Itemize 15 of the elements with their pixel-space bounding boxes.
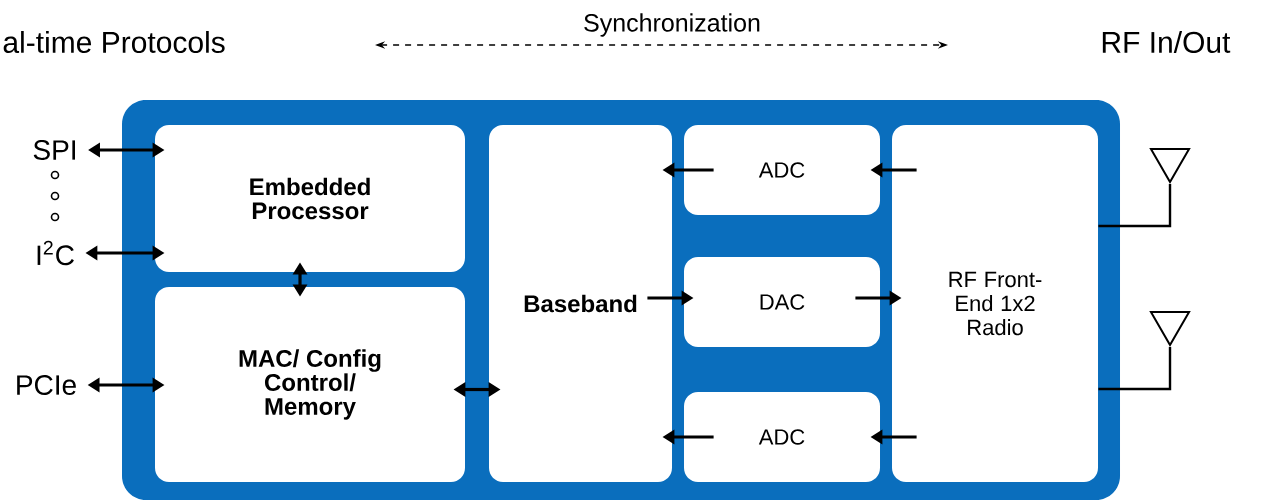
baseband-box: Baseband [489,125,672,482]
heading-label: RF In/Out [1102,31,1231,53]
radio-box: RF Front-End 1x2 Radio [892,125,1098,482]
interface-label: I$^{2}$C [37,240,74,266]
heading-label: al-time Protocols [3,31,225,53]
processor-box: Embedded Processor [155,125,465,272]
connector-line [1098,347,1172,391]
interface-label: SPI [33,140,75,160]
memory-box: MAC/ Config Control/ Memory [155,287,465,482]
connector-line [1098,184,1172,228]
interface-label: PCIe [17,375,76,395]
converter-box: ADC [684,392,880,482]
converter-box: ADC [684,125,880,215]
arrow-label: Synchronization [584,13,760,37]
converter-box: DAC [684,257,880,347]
